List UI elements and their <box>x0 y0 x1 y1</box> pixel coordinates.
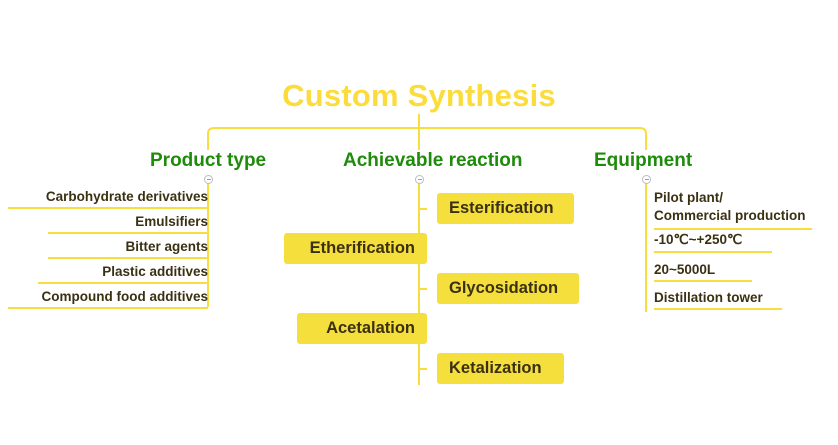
leaf-emulsifiers[interactable]: Emulsifiers <box>48 214 208 234</box>
leaf-plastic-additives[interactable]: Plastic additives <box>38 264 208 284</box>
leaf-temperature-range[interactable]: -10℃~+250℃ <box>654 232 772 253</box>
leaf-carbohydrate-derivatives[interactable]: Carbohydrate derivatives <box>8 189 208 209</box>
reaction-box-etherification[interactable]: Etherification <box>284 233 427 264</box>
diagram-title: Custom Synthesis <box>282 78 556 113</box>
reaction-box-acetalation[interactable]: Acetalation <box>297 313 427 344</box>
minus-circle-icon-achievable-reaction[interactable] <box>415 175 424 184</box>
leaf-distillation-tower[interactable]: Distillation tower <box>654 290 782 310</box>
leaf-compound-food-additives[interactable]: Compound food additives <box>8 289 208 309</box>
reaction-box-esterification[interactable]: Esterification <box>437 193 574 224</box>
reaction-box-glycosidation[interactable]: Glycosidation <box>437 273 579 304</box>
leaf-volume-range[interactable]: 20~5000L <box>654 262 752 282</box>
leaf-bitter-agents[interactable]: Bitter agents <box>48 239 208 259</box>
branch-header-product-type[interactable]: Product type <box>150 150 267 171</box>
leaf-pilot-plant-commercial-production[interactable]: Pilot plant/Commercial production <box>654 189 812 230</box>
branch-header-equipment[interactable]: Equipment <box>594 150 693 171</box>
minus-circle-icon-product-type[interactable] <box>204 175 213 184</box>
reaction-box-ketalization[interactable]: Ketalization <box>437 353 564 384</box>
minus-circle-icon-equipment[interactable] <box>642 175 651 184</box>
branch-header-achievable-reaction[interactable]: Achievable reaction <box>343 150 523 171</box>
